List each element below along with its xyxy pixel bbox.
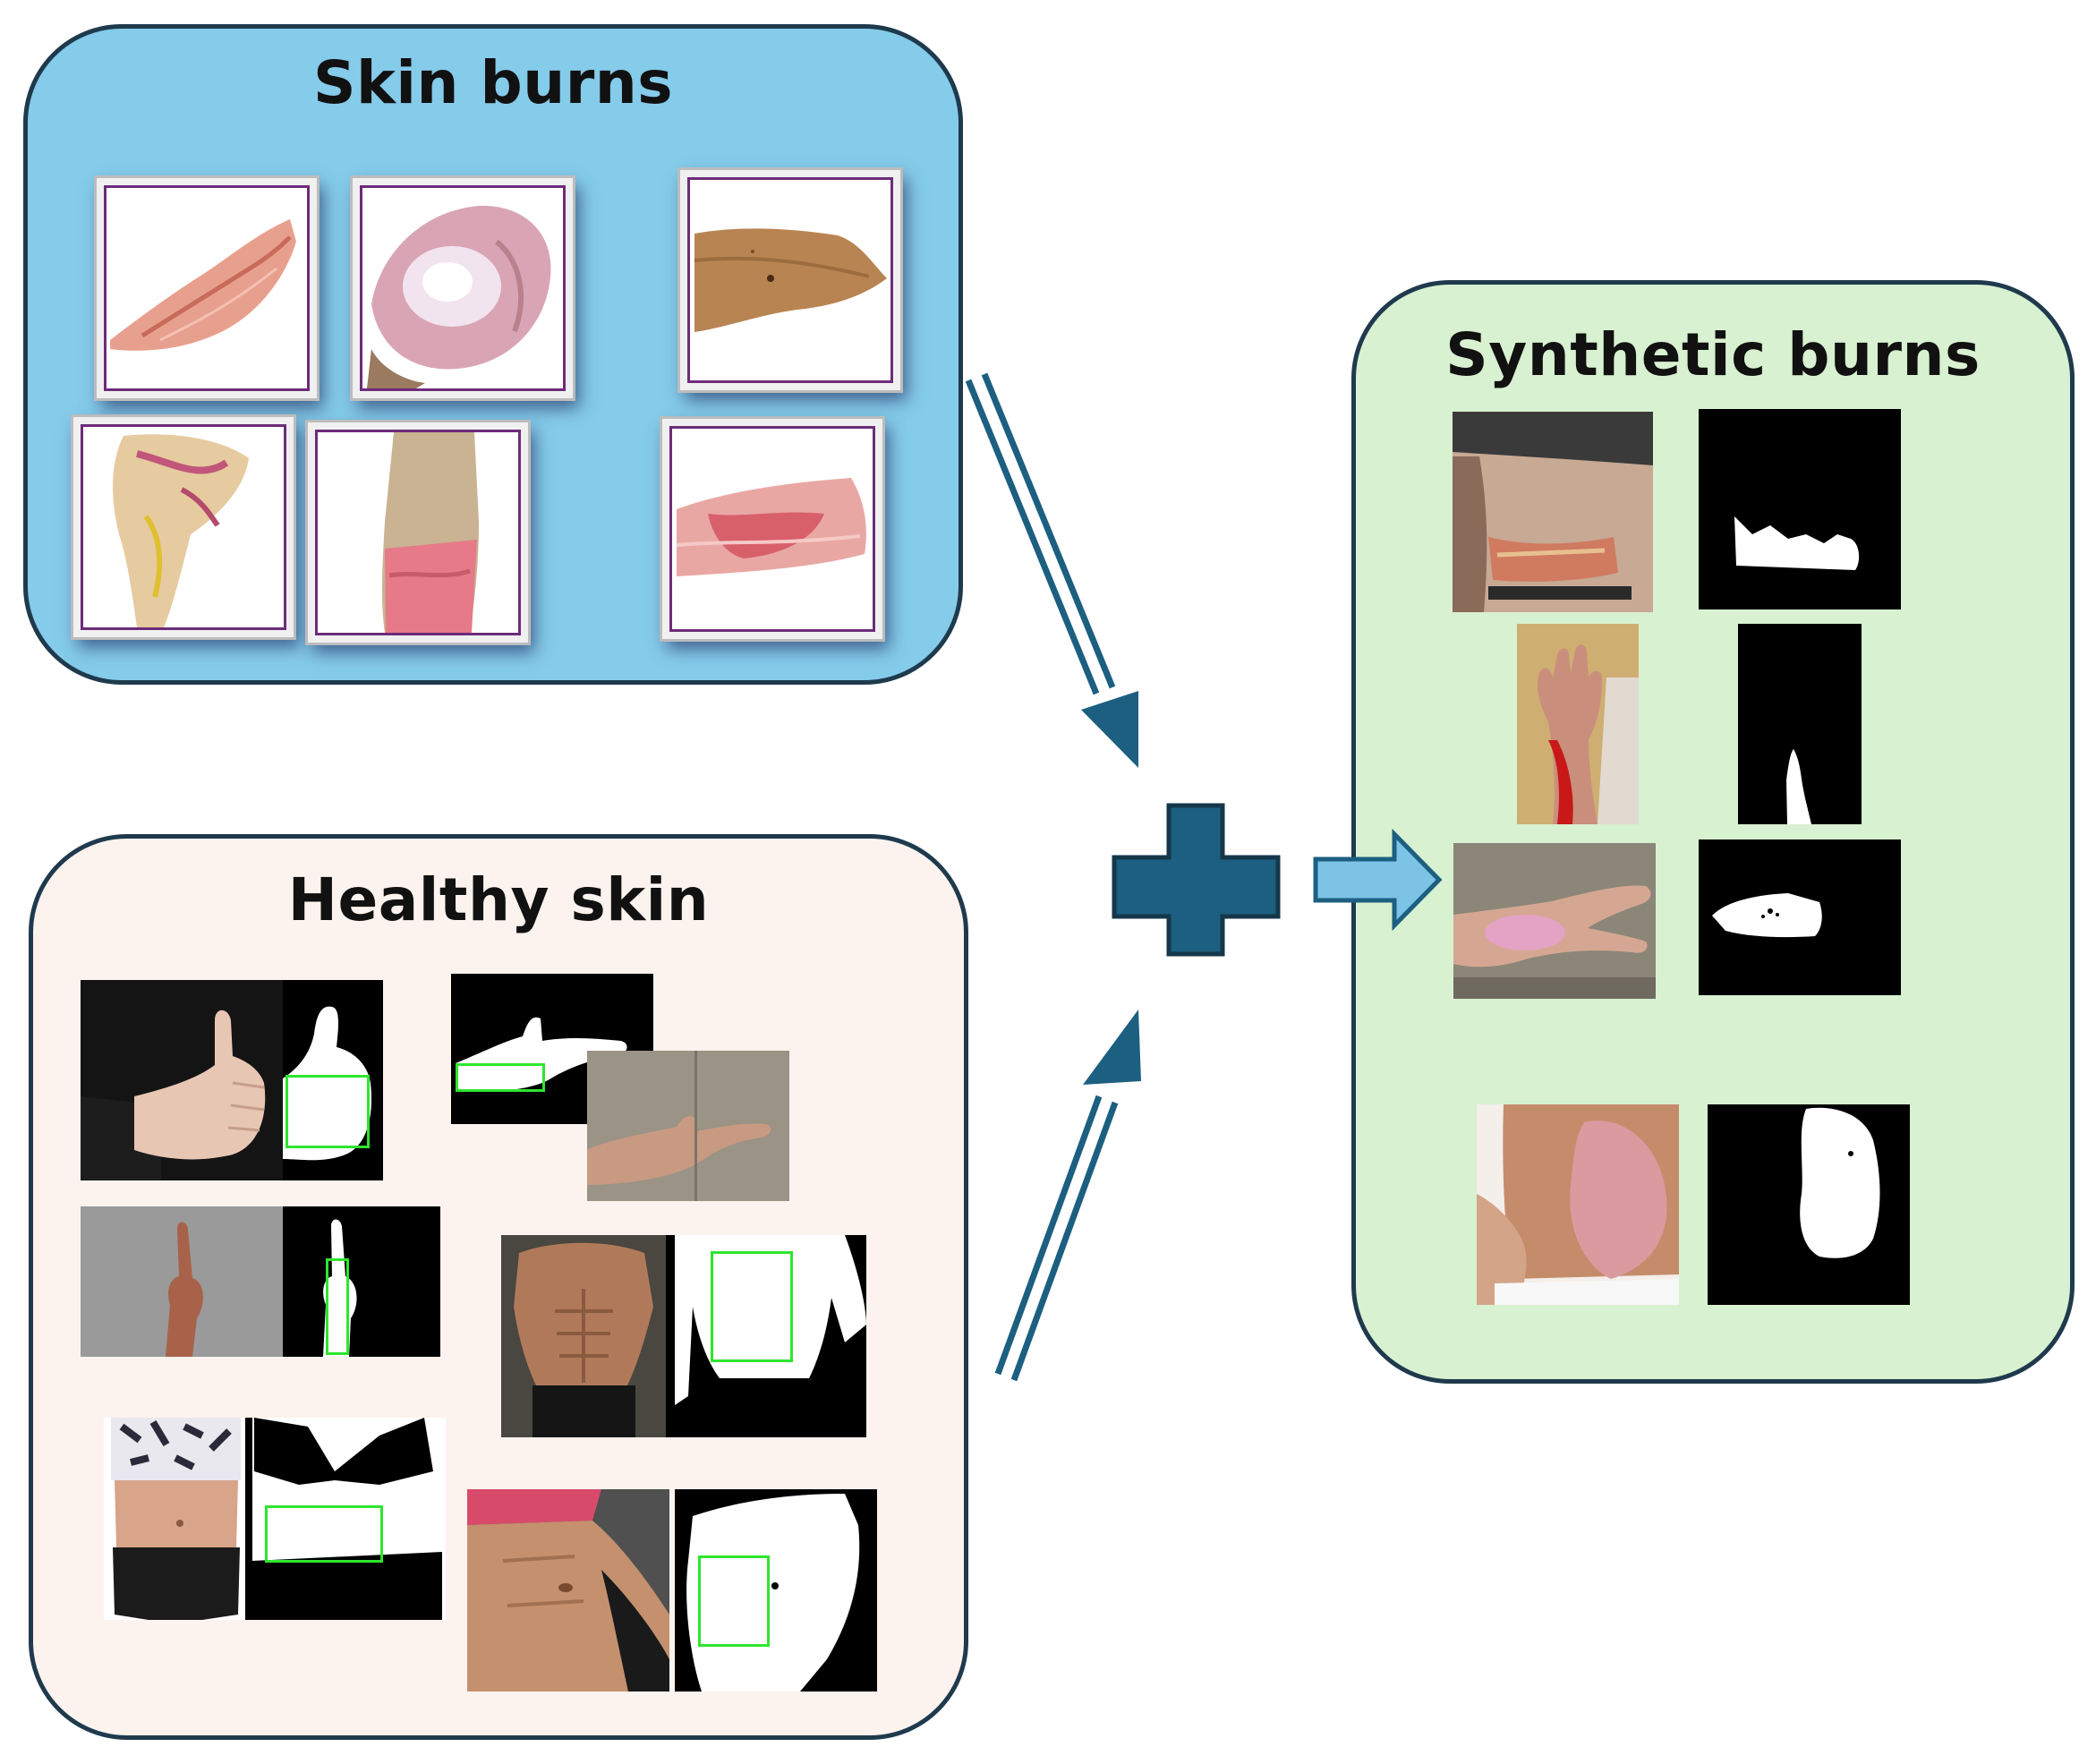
mask-pointing (451, 974, 653, 1124)
burn-image-1 (104, 185, 310, 391)
arrow-from-skin-burns (965, 372, 1138, 768)
healthy-photo-bikini (104, 1418, 245, 1620)
mask-finger-up (283, 1206, 440, 1357)
burn-image-4 (81, 424, 286, 630)
healthy-photo-abs (467, 1489, 669, 1692)
healthy-photo-thumbs-up (81, 980, 283, 1180)
bbox-thumbs-up (285, 1075, 370, 1148)
healthy-skin-title: Healthy skin (287, 865, 710, 934)
synthetic-photo-hand (1517, 624, 1639, 824)
bbox-pointing (456, 1063, 545, 1092)
synthetic-mask-hand (1738, 624, 1862, 824)
synthetic-photo-abdomen (1453, 412, 1653, 612)
synthetic-mask-abdomen (1699, 409, 1901, 609)
bbox-abs (698, 1555, 770, 1647)
bbox-finger-up (326, 1258, 349, 1355)
arrow-from-healthy-skin (994, 1010, 1141, 1382)
plus-icon (1112, 803, 1281, 957)
burn-image-3 (687, 177, 893, 383)
burn-image-5 (315, 430, 521, 635)
mask-bikini (245, 1418, 446, 1620)
mask-torso (666, 1235, 866, 1437)
synthetic-mask-hip (1708, 1104, 1910, 1305)
synthetic-photo-hip (1477, 1104, 1679, 1305)
arrow-to-synthetic-burns (1313, 828, 1443, 932)
bbox-bikini (265, 1505, 383, 1563)
burn-image-6 (669, 426, 875, 632)
bbox-torso (711, 1251, 793, 1362)
healthy-photo-pointing (587, 1051, 789, 1201)
synthetic-photo-finger (1453, 843, 1656, 999)
healthy-photo-torso (501, 1235, 666, 1437)
burn-image-2 (360, 185, 566, 391)
synthetic-burns-title: Synthetic burns (1445, 320, 1981, 389)
healthy-photo-finger-up (81, 1206, 283, 1357)
skin-burns-title: Skin burns (312, 48, 674, 117)
mask-thumbs-up (283, 980, 383, 1180)
synthetic-mask-finger (1699, 839, 1901, 995)
mask-abs (675, 1489, 877, 1692)
